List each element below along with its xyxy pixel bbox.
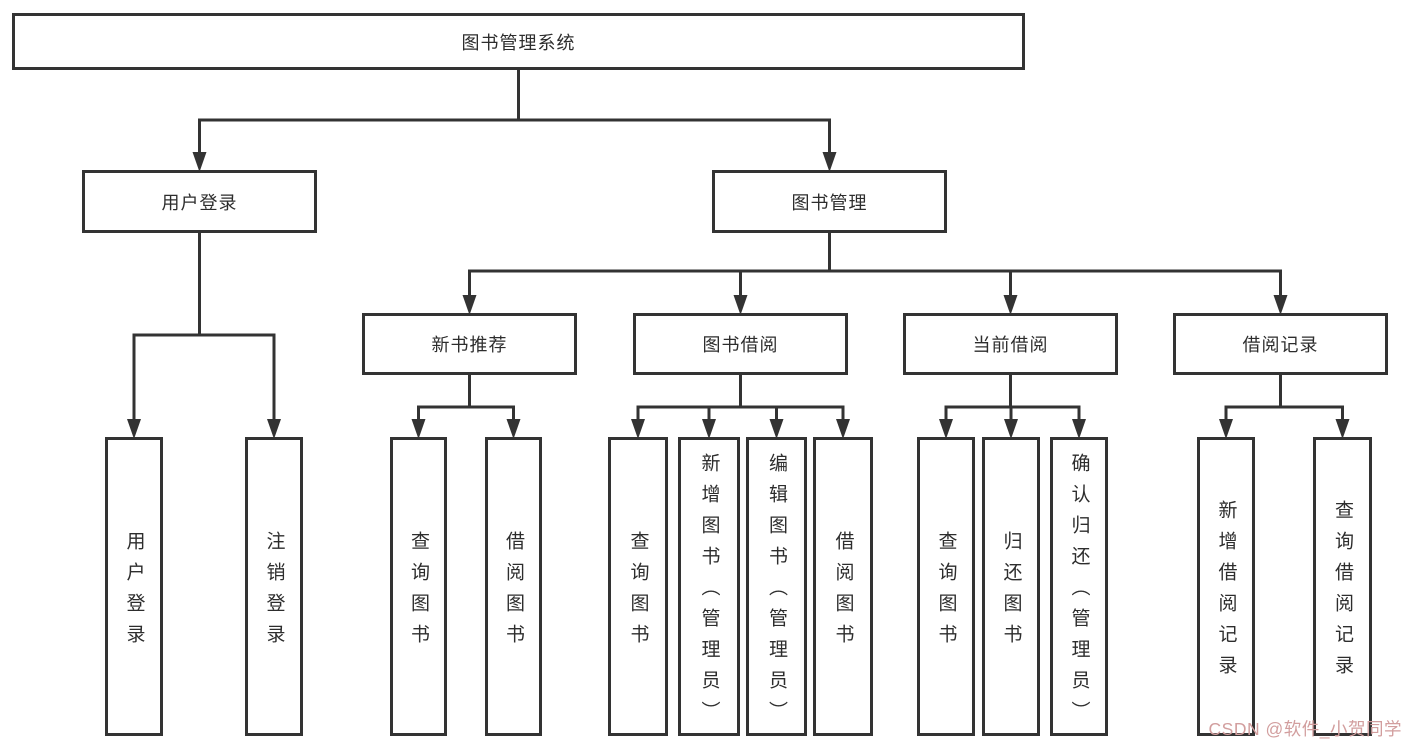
node-user-login: 用户登录 (82, 170, 317, 233)
node-new-book-recommendation: 新书推荐 (362, 313, 577, 375)
node-current-borrowing: 当前借阅 (903, 313, 1118, 375)
leaf-query-books-current: 查询图书 (917, 437, 975, 736)
leaf-return-books-label: 归还图书 (1000, 530, 1022, 655)
leaf-confirm-return-admin-label: 确认归还（管理员） (1068, 453, 1090, 732)
leaf-query-books-recommend-label: 查询图书 (408, 530, 429, 655)
leaf-add-book-admin: 新增图书（管理员） (678, 437, 740, 736)
node-book-borrowing: 图书借阅 (633, 313, 848, 375)
leaf-query-borrow-record: 查询借阅记录 (1313, 437, 1372, 736)
leaf-query-books-recommend: 查询图书 (390, 437, 447, 736)
leaf-add-borrow-record: 新增借阅记录 (1197, 437, 1255, 736)
node-borrowing-records: 借阅记录 (1173, 313, 1388, 375)
leaf-edit-book-admin-label: 编辑图书（管理员） (766, 453, 787, 732)
connector-root-to-level2 (192, 70, 837, 172)
leaf-query-books-borrow: 查询图书 (608, 437, 668, 736)
connector-current-borrow-children (939, 375, 1086, 439)
leaf-add-book-admin-label: 新增图书（管理员） (698, 453, 720, 732)
leaf-borrow-books-recommend: 借阅图书 (485, 437, 542, 736)
leaf-edit-book-admin: 编辑图书（管理员） (746, 437, 807, 736)
connector-book-mgmt-children (462, 233, 1288, 315)
leaf-return-books: 归还图书 (982, 437, 1040, 736)
leaf-borrow-books: 借阅图书 (813, 437, 873, 736)
connector-book-borrow-children (631, 375, 850, 439)
leaf-logout: 注销登录 (245, 437, 303, 736)
csdn-watermark: CSDN @软件_小贺同学 (1208, 719, 1402, 739)
leaf-query-books-borrow-label: 查询图书 (627, 530, 649, 655)
leaf-logout-label: 注销登录 (263, 530, 285, 655)
leaf-user-login: 用户登录 (105, 437, 163, 736)
connector-new-book-children (411, 375, 521, 439)
leaf-query-books-current-label: 查询图书 (935, 530, 957, 655)
leaf-confirm-return-admin: 确认归还（管理员） (1050, 437, 1108, 736)
connector-borrow-record-children (1219, 375, 1350, 439)
leaf-query-borrow-record-label: 查询借阅记录 (1332, 499, 1353, 686)
leaf-add-borrow-record-label: 新增借阅记录 (1215, 499, 1237, 686)
leaf-borrow-books-recommend-label: 借阅图书 (503, 530, 524, 655)
node-library-system: 图书管理系统 (12, 13, 1025, 70)
node-book-management: 图书管理 (712, 170, 947, 233)
leaf-borrow-books-label: 借阅图书 (832, 530, 854, 655)
leaf-user-login-label: 用户登录 (123, 530, 145, 655)
connector-user-login-children (127, 232, 281, 439)
